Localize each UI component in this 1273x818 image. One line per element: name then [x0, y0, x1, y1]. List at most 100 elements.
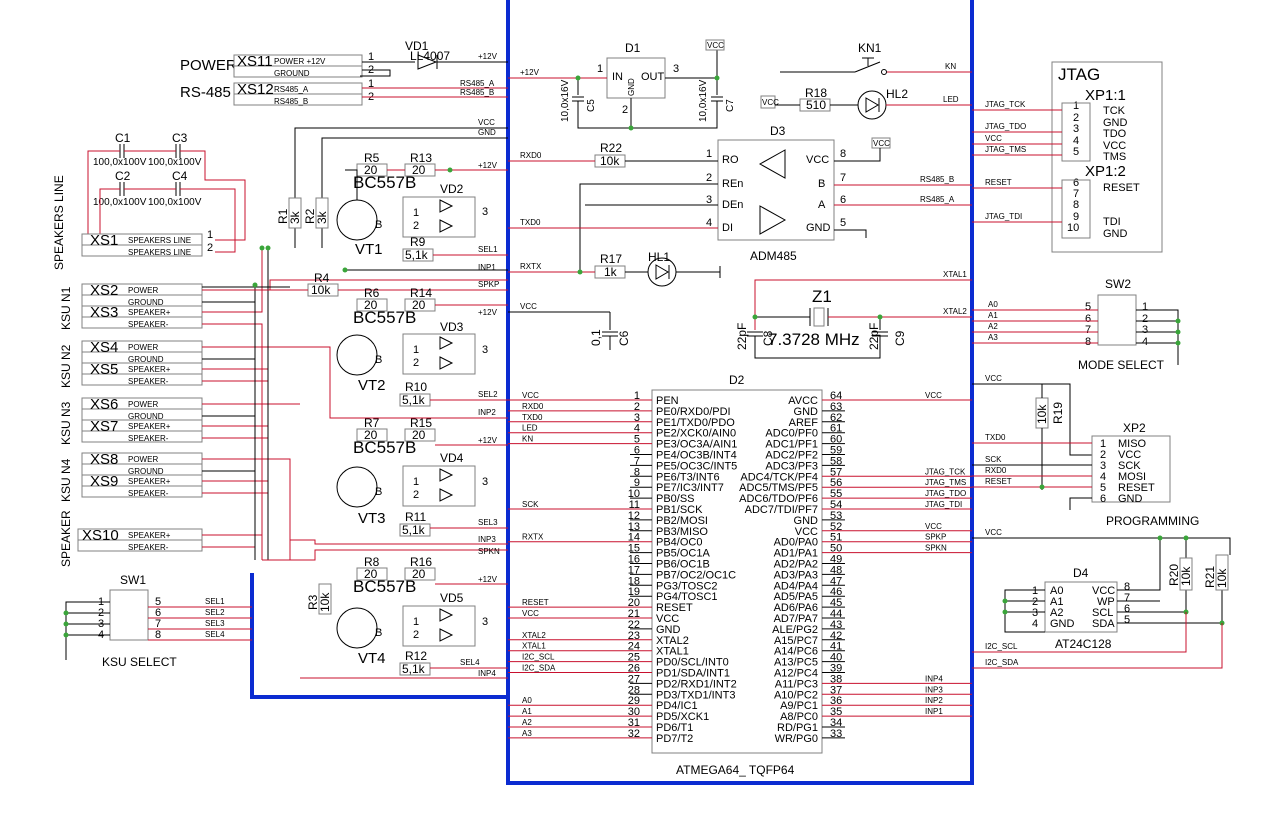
net-sel4-b: SEL4	[205, 630, 225, 639]
ref-vd4: VD4	[440, 451, 464, 465]
net-led-r: LED	[943, 95, 959, 104]
mcu-pin-name-58: ADC3/PF3	[765, 460, 818, 472]
svg-text:1: 1	[368, 78, 374, 90]
svg-text:1: 1	[1032, 585, 1038, 597]
pin-xs4-2: GROUND	[128, 355, 164, 364]
mcu-pin-name-46: AD5/PA5	[774, 591, 818, 603]
mcu-pin-number-60: 60	[830, 434, 842, 446]
net-rxd0-a: RXD0	[520, 151, 542, 160]
svg-text:8: 8	[840, 148, 846, 160]
mcu-pin-name-44: AD7/PA7	[774, 613, 818, 625]
mcu-net-64: VCC	[925, 391, 942, 400]
mcu-pin-name-60: ADC1/PF1	[765, 439, 818, 451]
mcu-pin-number-20: 20	[628, 597, 640, 609]
mcu-net-32: A3	[522, 729, 532, 738]
svg-text:1: 1	[413, 207, 419, 219]
mcu-net-38: INP4	[925, 674, 943, 683]
mcu-net-21: VCC	[522, 609, 539, 618]
val-c2: 100,0x100V	[93, 197, 147, 208]
ref-xs7: XS7	[90, 418, 118, 435]
ref-xs9: XS9	[90, 473, 118, 490]
ref-r16: R16	[410, 555, 432, 569]
ref-r20: R20	[1167, 564, 1181, 586]
mcu-pin-number-44: 44	[830, 608, 842, 620]
svg-text:1: 1	[413, 616, 419, 628]
mcu-pin-number-10: 10	[628, 488, 640, 500]
pin-d3-den: DEn	[722, 199, 743, 211]
label-ksu-select: KSU SELECT	[102, 655, 177, 669]
net-sel2-a: SEL2	[478, 390, 498, 399]
svg-text:7: 7	[1124, 592, 1130, 604]
ref-r2: R2	[303, 208, 317, 224]
mcu-pin-name-28: PD3/TXD1/INT3	[656, 689, 735, 701]
mcu-net-2: RXD0	[522, 402, 544, 411]
pin-xs9-1: SPEAKER+	[128, 477, 171, 486]
ref-z1: Z1	[812, 287, 832, 306]
mcu-pin-name-47: AD4/PA4	[774, 580, 818, 592]
svg-text:4: 4	[1073, 135, 1079, 147]
mcu-net-56: JTAG_TMS	[925, 478, 966, 487]
bus-left	[250, 573, 508, 699]
ref-xp1-2: XP1:2	[1085, 163, 1126, 180]
net-12v-2: +12V	[478, 161, 498, 170]
svg-text:6: 6	[1085, 313, 1091, 325]
net-a1-r: A1	[988, 311, 998, 320]
mcu-pin-name-20: RESET	[656, 602, 693, 614]
mcu-pin-name-23: XTAL2	[656, 635, 689, 647]
ref-r21: R21	[1203, 566, 1217, 588]
pin-xs1-1: SPEAKERS LINE	[128, 236, 191, 245]
pin-d3-vcc: VCC	[806, 154, 829, 166]
pin-jtag-tdo: TDO	[1103, 128, 1127, 140]
mcu-pin-name-62: AREF	[789, 417, 819, 429]
mcu-net-11: SCK	[522, 500, 539, 509]
val-c4: 100,0x100V	[148, 197, 202, 208]
mcu-pin-name-2: PE0/RXD0/PDI	[656, 406, 731, 418]
svg-text:3: 3	[1142, 324, 1148, 336]
svg-text:1: 1	[207, 229, 213, 241]
svg-text:3: 3	[1032, 607, 1038, 619]
mcu-net-4: LED	[522, 424, 538, 433]
ref-vt1: VT1	[355, 241, 383, 258]
ref-r8: R8	[364, 555, 380, 569]
svg-text:5: 5	[1073, 146, 1079, 158]
pin-d4-gnd: GND	[1050, 618, 1075, 630]
svg-text:7: 7	[840, 172, 846, 184]
mcu-pin-name-25: PD0/SCL/INT0	[656, 657, 729, 669]
net-a0-r: A0	[988, 300, 998, 309]
val-r4: 10k	[311, 283, 331, 297]
mcu-pin-number-13: 13	[628, 521, 640, 533]
mcu-pin-name-3: PE1/TXD0/PDO	[656, 417, 735, 429]
svg-text:2: 2	[413, 489, 419, 501]
mcu-pin-number-33: 33	[830, 728, 842, 740]
ref-d3: D3	[770, 124, 786, 138]
pin-d3-di: DI	[722, 222, 733, 234]
net-12v-4: +12V	[478, 436, 498, 445]
mcu-net-30: A1	[522, 707, 532, 716]
svg-text:2: 2	[207, 242, 213, 254]
mcu-pin-number-55: 55	[830, 488, 842, 500]
net-jtag-vcc-r: VCC	[985, 134, 1002, 143]
net-sel2-b: SEL2	[205, 608, 225, 617]
ref-r4: R4	[314, 271, 330, 285]
val-r2: 3k	[315, 210, 329, 224]
mcu-net-50: SPKN	[925, 544, 947, 553]
net-txd0-r: TXD0	[985, 433, 1006, 442]
net-jtag-tdi-r: JTAG_TDI	[985, 212, 1022, 221]
mcu-pin-number-57: 57	[830, 466, 842, 478]
net-spkn-left: SPKN	[478, 547, 500, 556]
net-12v-3: +12V	[478, 308, 498, 317]
mcu-pin-number-8: 8	[634, 466, 640, 478]
net-xtal2-r: XTAL2	[943, 307, 967, 316]
part-vt3: BC557B	[353, 438, 416, 457]
pin-xs3-2: SPEAKER-	[128, 320, 169, 329]
mcu-pin-name-55: ADC6/TDO/PF6	[739, 493, 818, 505]
label-adm485: ADM485	[750, 249, 797, 263]
mcu-pin-number-31: 31	[628, 717, 640, 729]
mcu-pin-number-36: 36	[830, 695, 842, 707]
val-c6: 0,1	[589, 329, 603, 346]
ref-xs1: XS1	[90, 232, 118, 249]
mcu-pin-number-22: 22	[628, 619, 640, 631]
svg-text:2: 2	[1073, 112, 1079, 124]
mcu-pin-name-36: A9/PC1	[780, 700, 818, 712]
mcu-pin-name-37: A10/PC2	[774, 689, 818, 701]
